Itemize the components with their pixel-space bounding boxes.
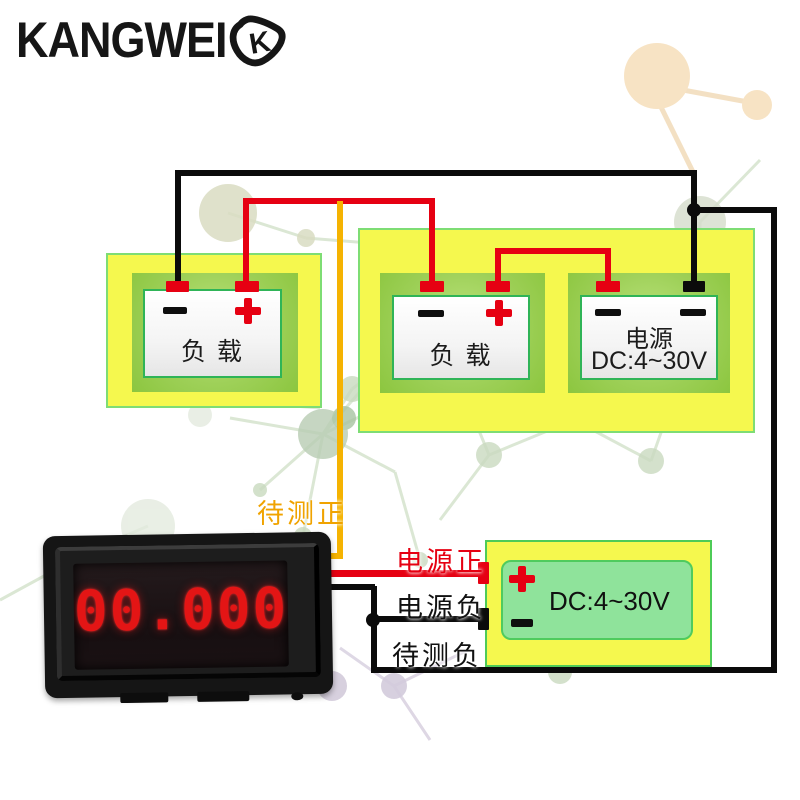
- label-power-neg: 电源负: [396, 593, 486, 623]
- black-wire-right-edge: [771, 207, 777, 673]
- load1-green-box: 负 载: [132, 273, 298, 392]
- load1-label: 负 载: [181, 338, 244, 366]
- tab-load1-pos: [235, 281, 259, 292]
- red-wire-load2-pos: [495, 248, 501, 284]
- label-measure-neg: 待测负: [392, 641, 482, 671]
- tab-load2-pos: [486, 281, 510, 292]
- black-wire-meter: [322, 584, 375, 590]
- brand-badge-icon: K: [229, 15, 286, 67]
- red-wire-load2-neg: [429, 198, 435, 284]
- tab-power-bottom-neg: [478, 608, 489, 630]
- load1-box: 负 载: [143, 289, 282, 378]
- power-top-box: 电源 DC:4~30V: [580, 295, 718, 380]
- tab-power-top-right: [683, 281, 705, 292]
- red-wire-power-top: [605, 248, 611, 284]
- power-bottom-minus-terminal: [511, 619, 533, 627]
- svg-text:K: K: [246, 26, 272, 61]
- black-wire-power-top: [691, 170, 697, 284]
- tab-load2-neg: [420, 281, 444, 292]
- power-top-green-box: 电源 DC:4~30V: [568, 273, 730, 393]
- load1-plus-terminal: [235, 298, 261, 324]
- power-bottom-box: DC:4~30V: [501, 560, 693, 640]
- load2-green-box: 负 载: [380, 273, 545, 393]
- meter-reading: 00.000: [73, 576, 289, 645]
- label-power-pos: 电源正: [396, 547, 486, 577]
- tab-power-bottom-pos: [478, 562, 489, 584]
- red-wire-power-pos: [322, 570, 481, 577]
- load1-outer-box: 负 载: [106, 253, 322, 408]
- black-wire-branch: [694, 207, 777, 213]
- load2-box: 负 载: [392, 295, 530, 380]
- power-top-range: DC:4~30V: [590, 347, 708, 375]
- right-outer-box: 负 载 电源 DC:4~30V: [358, 228, 755, 433]
- brand-logo: KANGWEI K: [16, 10, 287, 70]
- meter-mount-clip: [197, 691, 250, 702]
- load1-minus-terminal: [163, 307, 187, 314]
- power-bottom-range: DC:4~30V: [549, 586, 670, 616]
- yellow-wire-measure-pos-vertical: [337, 201, 343, 557]
- power-top-right-terminal: [680, 309, 706, 316]
- power-bottom-outer-box: DC:4~30V: [485, 540, 712, 667]
- brand-name: KANGWEI: [16, 10, 227, 69]
- black-wire-measure-neg: [371, 667, 777, 673]
- black-wire-load1: [175, 170, 181, 284]
- red-wire-load1: [243, 198, 249, 284]
- black-wire-top: [175, 170, 697, 176]
- power-top-name: 电源: [625, 326, 673, 353]
- black-wire-meter-vertical: [371, 586, 377, 673]
- red-wire-inner: [495, 248, 611, 254]
- load2-label: 负 载: [429, 342, 493, 370]
- power-top-left-terminal: [595, 309, 621, 316]
- black-wire-power-neg: [371, 616, 481, 622]
- yellow-wire-measure-pos-horizontal: [322, 553, 343, 559]
- load2-plus-terminal: [486, 300, 512, 326]
- label-measure-pos: 待测正: [257, 499, 347, 529]
- panel-meter: 00.000: [42, 531, 334, 704]
- power-bottom-plus-terminal: [509, 566, 535, 592]
- meter-display: 00.000: [73, 560, 289, 670]
- tab-power-top-left: [596, 281, 620, 292]
- meter-mount-clip: [120, 692, 169, 704]
- load2-minus-terminal: [418, 310, 444, 317]
- tab-load1-neg: [166, 281, 189, 292]
